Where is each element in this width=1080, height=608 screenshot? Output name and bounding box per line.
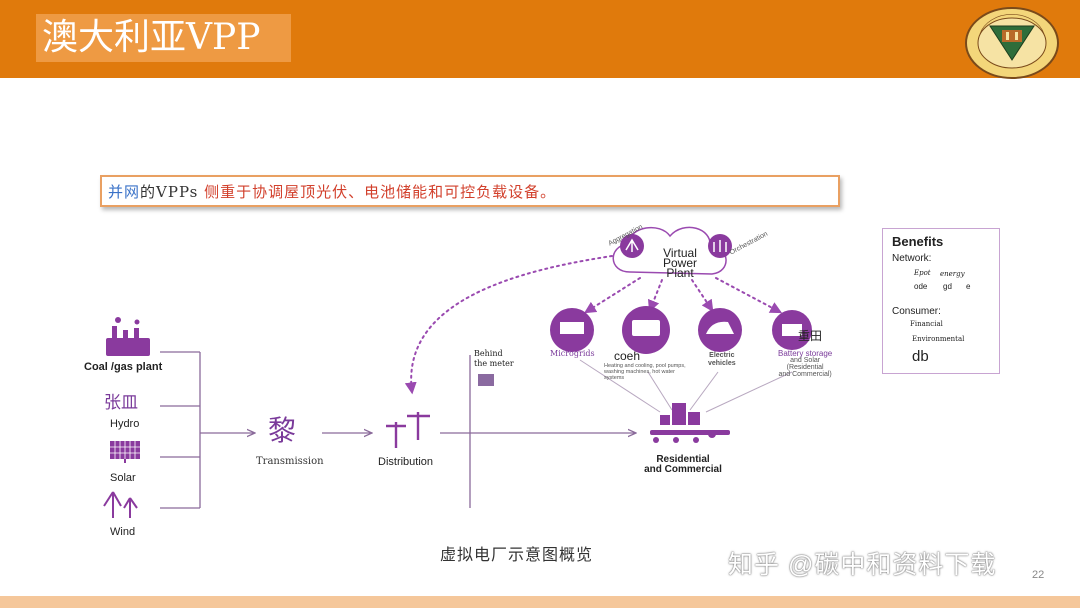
battery-glyph: 重田 [798,329,823,343]
vpp-cloud-icon [612,226,732,275]
watermark: 知乎 @碳中和资料下载 [728,551,997,579]
benefits-c-r1: Financial [910,320,943,328]
behind-meter-line2: the meter [474,359,514,368]
vpp-line1: Virtual [663,246,697,260]
residential-label: Residential and Commercial [640,455,726,475]
source-bus [160,351,636,509]
microgrids-label: Microgrids [550,349,595,358]
benefits-title: Benefits [892,234,944,249]
benefits-net-r1a: Epot [914,269,931,277]
source-coal-label: Coal /gas plant [84,361,163,373]
benefits-net-r1b: energy [940,270,965,278]
hvac-sublabel: Heating and cooling, pool pumps, washing… [604,363,686,381]
ev-label-2: vehicles [708,360,736,367]
residential-line2: and Commercial [644,464,722,475]
banner-de: 的 [140,183,157,201]
battery-label-1: Battery storage [778,349,833,358]
transmission-label: Transmission [256,456,324,467]
page-number: 22 [1032,569,1045,581]
distribution-pole-icon [386,412,430,448]
benefits-c-r2: Environmental [912,335,965,343]
battery-label-3: (Residential [786,364,824,371]
behind-meter-line1: Behind [474,349,503,358]
transmission-glyph: 黎 [268,414,297,447]
residential-icon [650,403,730,443]
slide-title: 澳大利亚VPP [42,17,261,58]
vpp-resource-arrows [583,277,783,314]
benefits-net-r2a: ode [914,282,928,291]
summary-banner [100,175,840,207]
battery-label-4: and Commercial) [778,371,832,378]
battery-label: Battery storage and Solar (Residential a… [778,349,833,379]
vpp-line3: Plant [666,266,694,280]
benefits-box [882,228,1000,374]
banner-text: 并网的VPPs 侧重于协调屋顶光伏、电池储能和可控负载设备。 [108,182,556,202]
benefits-consumer: Consumer: [892,306,941,317]
distribution-label: Distribution [378,456,434,468]
hydro-glyph: 张皿 [104,393,138,413]
benefits-net-r2b: gd [943,282,952,291]
meter-icon [478,374,494,386]
solar-panel-icon [110,441,140,463]
coal-plant-icon [106,317,150,356]
banner-vpps: VPPs [156,183,199,201]
banner-focus: 侧重于协调屋顶光伏、电池储能和可控负载设备。 [204,183,557,201]
resource-icons [550,306,812,354]
vpp-line2: Power [662,256,697,270]
battery-label-2: and Solar [790,357,821,364]
vpp-to-distribution-arrow [404,255,613,395]
source-wind-label: Wind [110,526,136,538]
ev-label: Electric vehicles [708,352,736,368]
ev-label-1: Electric [709,352,735,359]
benefits-network: Network: [892,253,932,264]
resource-to-residential-lines [579,359,793,413]
residential-line1: Residential [656,454,710,465]
source-solar-label: Solar [110,472,136,484]
benefits-c-r3: db [912,348,929,365]
diagram-caption: 虚拟电厂示意图概览 [440,545,594,564]
vpp-label: Virtual Power Plant [660,246,700,280]
banner-grid-connected: 并网 [108,183,141,201]
bottom-bar [0,596,1080,608]
hvac-label: coeh [614,349,641,363]
benefits-net-r2c: e [966,282,971,291]
university-logo [965,7,1059,79]
wind-turbine-icon [103,491,138,518]
source-hydro-label: Hydro [110,418,140,430]
title-box [36,14,291,62]
